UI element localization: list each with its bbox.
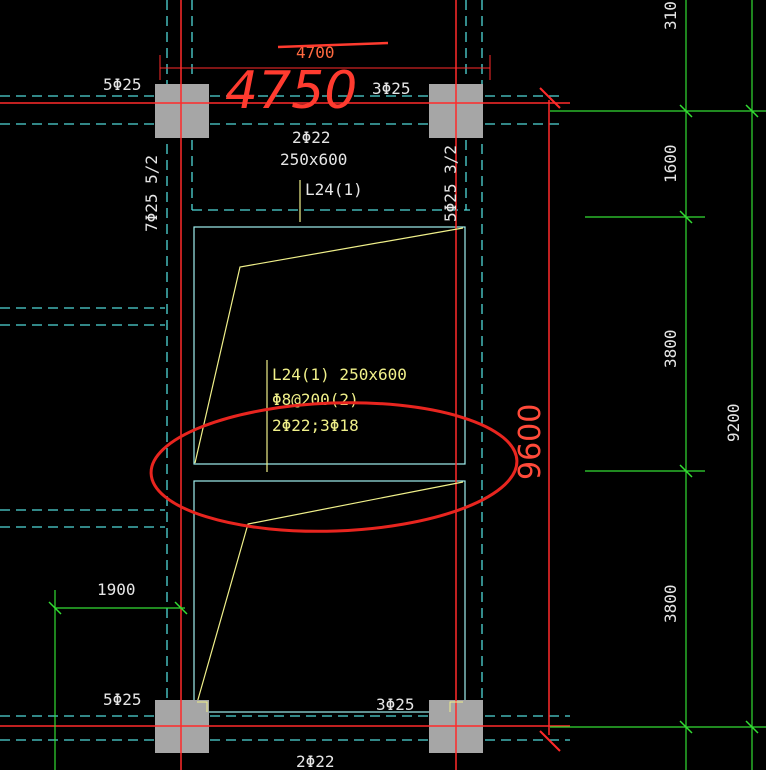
column-tl	[155, 84, 209, 138]
dim-4700: 4700	[296, 43, 335, 62]
mid-rebar: 2Φ22;3Φ18	[272, 416, 359, 435]
mid-beam-tag: L24(1) 250x600	[272, 365, 407, 384]
label-right-vertical: 5Φ25 3/2	[441, 145, 460, 222]
label-tr-rebar: 3Φ25	[372, 79, 411, 98]
column-corner-marks	[197, 701, 463, 712]
dim-3800-a: 3800	[661, 329, 680, 368]
dimension-ticks	[48, 104, 759, 734]
label-br-rebar: 3Φ25	[376, 695, 415, 714]
rebar-lines	[194, 180, 464, 711]
dim-310: 310	[661, 1, 680, 30]
handwritten-9600: 9600	[513, 404, 548, 480]
label-beam-top-size: 250x600	[280, 150, 347, 169]
dimension-lines	[54, 0, 766, 770]
dim-1900: 1900	[97, 580, 136, 599]
dim-1600: 1600	[661, 144, 680, 183]
strike-through	[277, 41, 389, 49]
slab-panels	[193, 226, 466, 713]
label-beam-top-rebar: 2Φ22	[292, 128, 331, 147]
label-left-vertical: 7Φ25 5/2	[142, 155, 161, 232]
column-axis-overlay	[155, 84, 483, 753]
label-bottom-rebar: 2Φ22	[296, 752, 335, 770]
handwritten-4750: 4750	[225, 61, 357, 121]
label-tl-rebar: 5Φ25	[103, 75, 142, 94]
label-bl-rebar: 5Φ25	[103, 690, 142, 709]
axis-ticks	[539, 87, 561, 752]
dim-3800-b: 3800	[661, 584, 680, 623]
dim-9200: 9200	[724, 403, 743, 442]
label-beam-top-tag: L24(1)	[305, 180, 363, 199]
highlight-ellipse	[149, 401, 519, 533]
